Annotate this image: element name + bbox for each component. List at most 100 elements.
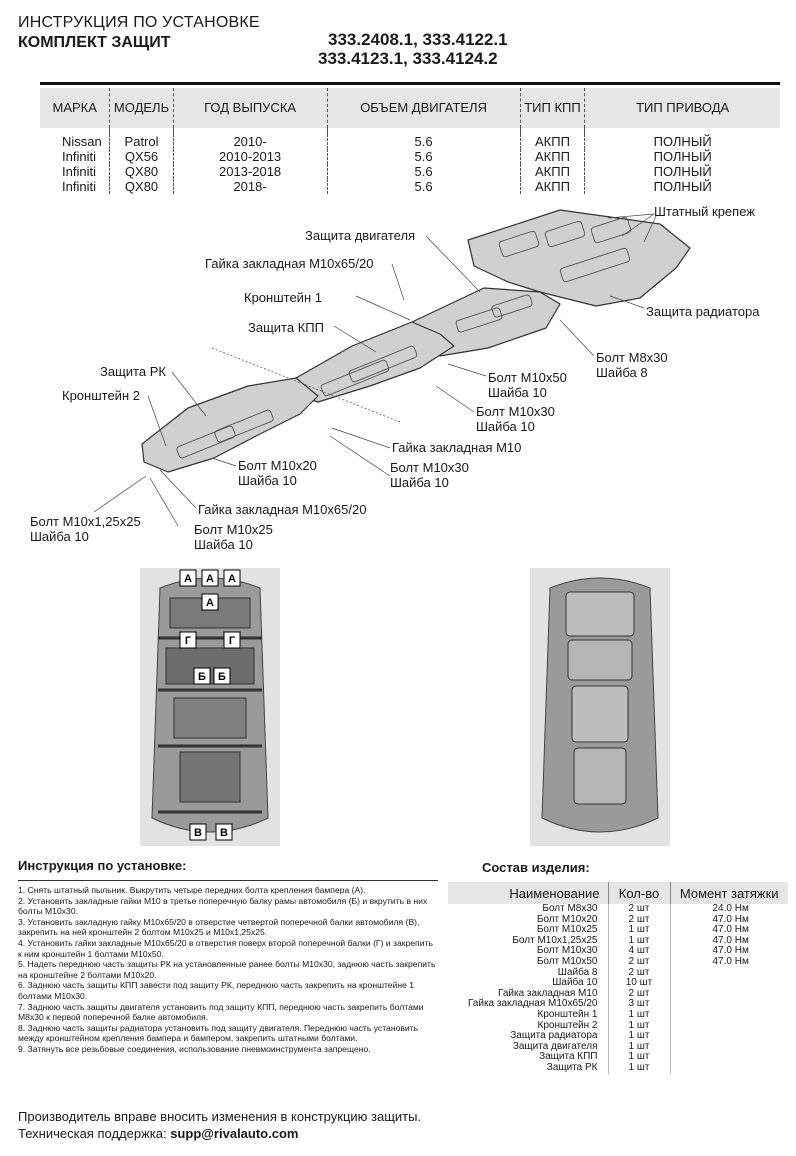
instruction-step: 8. Заднюю часть защиты радиатора установ… bbox=[18, 1022, 419, 1044]
table-cell: Болт М10х25 bbox=[536, 924, 598, 936]
marker-v: В bbox=[220, 827, 228, 839]
document-title: ИНСТРУКЦИЯ ПО УСТАНОВКЕ bbox=[18, 14, 260, 31]
table-cell bbox=[669, 1041, 788, 1053]
table-row: Infiniti QX80 2013-2018 5.6 АКПП ПОЛНЫЙ bbox=[40, 164, 780, 179]
table-cell: Болт М10х20 bbox=[536, 913, 598, 925]
table-cell: 47.0 Нм bbox=[669, 935, 788, 947]
table-cell: Защита РК bbox=[546, 1061, 598, 1073]
table-cell bbox=[669, 967, 788, 979]
composition-header: Кол-во bbox=[607, 882, 670, 904]
footer: Производитель вправе вносить изменения в… bbox=[18, 1108, 421, 1142]
table-cell: 1 шт bbox=[607, 1009, 670, 1021]
radiator-guard-panel bbox=[544, 220, 586, 248]
table-cell: QX80 bbox=[109, 179, 174, 194]
table-cell bbox=[669, 988, 788, 1000]
leader-line bbox=[425, 235, 481, 293]
table-cell: 5.6 bbox=[326, 134, 521, 149]
leader-line bbox=[149, 477, 179, 527]
callout-line: Болт М10х25 bbox=[194, 522, 273, 537]
table-cell: 3 шт bbox=[607, 999, 670, 1010]
marker-g: Г bbox=[185, 635, 192, 647]
table-cell bbox=[669, 1062, 788, 1074]
callout-bolt-m10x25: Болт М10х25 Шайба 10 bbox=[194, 522, 273, 552]
table-cell: 2018- bbox=[172, 179, 328, 194]
table-cell bbox=[669, 999, 788, 1010]
marker-g: Г bbox=[229, 635, 236, 647]
table-cell: 1 шт bbox=[607, 1052, 670, 1063]
callout-nut-m10x65-bottom: Гайка закладная М10х65/20 bbox=[198, 502, 367, 517]
vehicle-applicability-table: МАРКА МОДЕЛЬ ГОД ВЫПУСКА ОБЪЕМ ДВИГАТЕЛЯ… bbox=[40, 88, 780, 194]
footer-disclaimer: Производитель вправе вносить изменения в… bbox=[18, 1109, 422, 1124]
table-cell: 47.0 Нм bbox=[669, 946, 788, 957]
callout-line: Шайба 10 bbox=[390, 475, 449, 490]
callout-engine-guard: Защита двигателя bbox=[305, 228, 416, 243]
leader-line bbox=[435, 385, 475, 413]
callout-line: Болт М10х30 bbox=[476, 404, 555, 419]
table-cell: 1 шт bbox=[607, 925, 670, 936]
table-cell: Кронштейн 2 bbox=[537, 1019, 598, 1031]
leader-line bbox=[211, 457, 237, 467]
composition-header: Момент затяжки bbox=[669, 882, 788, 904]
table-cell: 2 шт bbox=[607, 967, 670, 979]
leader-line bbox=[211, 347, 401, 423]
guard-plates-drawing bbox=[93, 209, 691, 527]
table-cell: ПОЛНЫЙ bbox=[584, 179, 780, 194]
composition-title: Состав изделия: bbox=[482, 860, 590, 875]
table-cell: 1 шт bbox=[607, 935, 670, 947]
instructions-title: Инструкция по установке: bbox=[18, 858, 187, 873]
instruction-step: 7. Заднюю часть защиты двигателя установ… bbox=[18, 1001, 424, 1023]
table-cell: 1 шт bbox=[607, 1020, 670, 1032]
table-row: Infiniti QX56 2010-2013 5.6 АКПП ПОЛНЫЙ bbox=[40, 149, 780, 164]
callout-line: Болт М10х1,25х25 bbox=[30, 514, 141, 529]
instruction-step: 4. Установить гайки закладные М10х65/20 … bbox=[18, 937, 433, 959]
table-cell: Кронштейн 1 bbox=[537, 1008, 598, 1020]
marker-b: Б bbox=[218, 671, 226, 683]
table-cell: 1 шт bbox=[607, 1031, 670, 1042]
table-cell: 5.6 bbox=[326, 149, 521, 164]
callout-bolt-m10x30-a: Болт М10х30 Шайба 10 bbox=[476, 404, 555, 434]
callout-bolt-m10x30-b: Болт М10х30 Шайба 10 bbox=[390, 460, 469, 490]
leader-line bbox=[159, 469, 197, 509]
table-cell: АКПП bbox=[519, 179, 585, 194]
underbody-photos: А А А А Г Г Б Б В В bbox=[140, 568, 670, 848]
vehicle-table-header-row: МАРКА МОДЕЛЬ ГОД ВЫПУСКА ОБЪЕМ ДВИГАТЕЛЯ… bbox=[40, 88, 780, 128]
callout-transfer-case-guard: Защита РК bbox=[100, 364, 166, 379]
table-cell: 4 шт bbox=[607, 946, 670, 957]
leader-line bbox=[643, 215, 657, 243]
composition-header: Наименование bbox=[448, 882, 608, 904]
transfer-guard-panel bbox=[176, 425, 236, 459]
callout-standard-mount: Штатный крепеж bbox=[654, 204, 755, 219]
table-cell: 47.0 Нм bbox=[669, 914, 788, 926]
instruction-step: 9. Затянуть все резьбовые соединения, ис… bbox=[18, 1043, 371, 1054]
instructions-list: 1. Снять штатный пыльник. Выкрутить четы… bbox=[18, 880, 438, 1055]
underbody-photo-after bbox=[530, 568, 670, 846]
vehicle-table-header: МОДЕЛЬ bbox=[109, 88, 174, 128]
callout-nut-m10: Гайка закладная М10 bbox=[392, 440, 522, 455]
composition-header-row: Наименование Кол-во Момент затяжки bbox=[448, 882, 788, 904]
table-row: Infiniti QX80 2018- 5.6 АКПП ПОЛНЫЙ bbox=[40, 179, 780, 194]
table-cell: 2 шт bbox=[607, 903, 670, 915]
table-cell: 47.0 Нм bbox=[669, 925, 788, 936]
instruction-step: 6. Заднюю часть защиты КПП завести под з… bbox=[18, 980, 415, 1001]
table-cell: 2010-2013 bbox=[172, 149, 328, 164]
table-cell: 2 шт bbox=[607, 956, 670, 968]
support-email-link[interactable]: supp@rivalauto.com bbox=[170, 1126, 299, 1141]
table-cell: Защита двигателя bbox=[512, 1040, 598, 1052]
table-cell: Болт М10х1,25х25 bbox=[512, 934, 598, 946]
leader-line bbox=[609, 295, 645, 309]
vehicle-table-header: ТИП КПП bbox=[519, 88, 585, 128]
document-header-left: ИНСТРУКЦИЯ ПО УСТАНОВКЕ КОМПЛЕКТ ЗАЩИТ bbox=[18, 14, 260, 52]
table-cell: Infiniti bbox=[62, 179, 96, 194]
callout-bracket-1: Кронштейн 1 bbox=[244, 290, 322, 305]
callout-line: Болт М10х30 bbox=[390, 460, 469, 475]
leader-line bbox=[391, 263, 405, 301]
